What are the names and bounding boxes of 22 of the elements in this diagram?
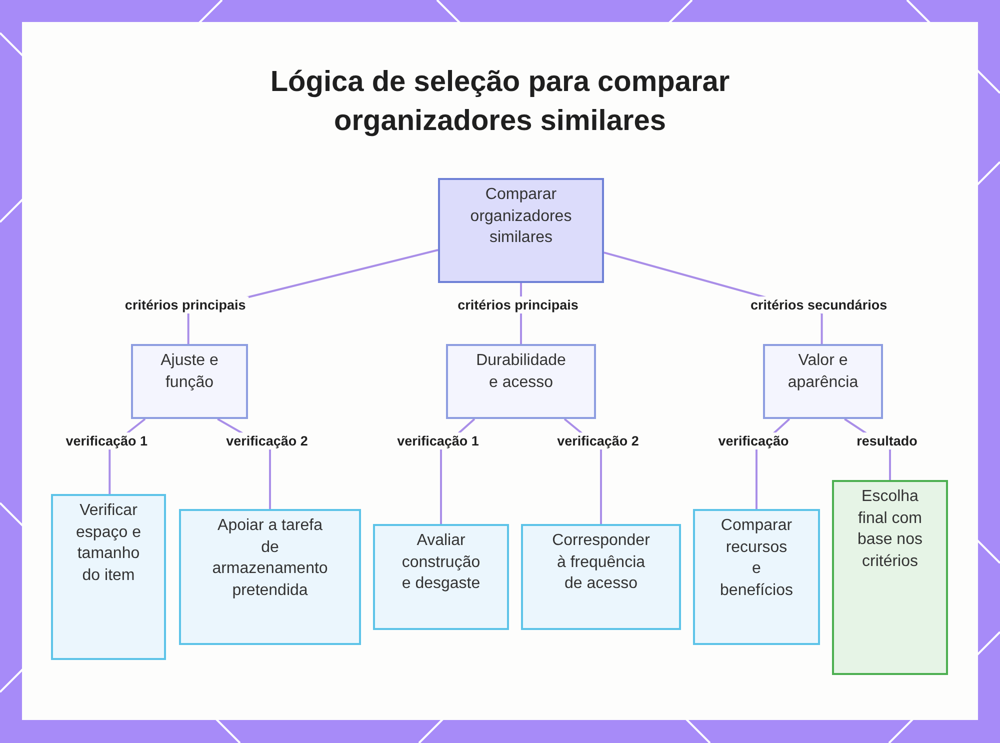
- diagram-title: Lógica de seleção para comparar organizadores similares: [269, 65, 731, 139]
- edge-label: verificação 1: [394, 432, 482, 450]
- node-label: Corresponder à frequência de acesso: [551, 531, 651, 594]
- node-label: Apoiar a tarefa de armazenamento pretendida: [211, 516, 329, 600]
- process-box: [51, 494, 166, 660]
- node-label: Escolha final com base nos critérios: [856, 487, 924, 572]
- node-label: Durabilidade e acesso: [475, 351, 567, 392]
- node-label: Valor e aparência: [786, 351, 860, 392]
- node-label: Ajuste e função: [160, 351, 220, 392]
- process-box: [521, 524, 681, 630]
- process-box: [763, 344, 883, 419]
- process-box: [693, 509, 820, 645]
- process-box: [438, 178, 604, 283]
- process-box: [179, 509, 361, 645]
- process-box: [373, 524, 509, 630]
- node-label: Comparar recursos e benefícios: [719, 516, 794, 600]
- process-box: [832, 480, 948, 675]
- node-label: Comparar organizadores similares: [469, 185, 573, 248]
- process-box: [446, 344, 596, 419]
- node-label: Verificar espaço e tamanho do item: [75, 501, 142, 586]
- process-box: [131, 344, 248, 419]
- node-label: Avaliar construção e desgaste: [400, 531, 482, 594]
